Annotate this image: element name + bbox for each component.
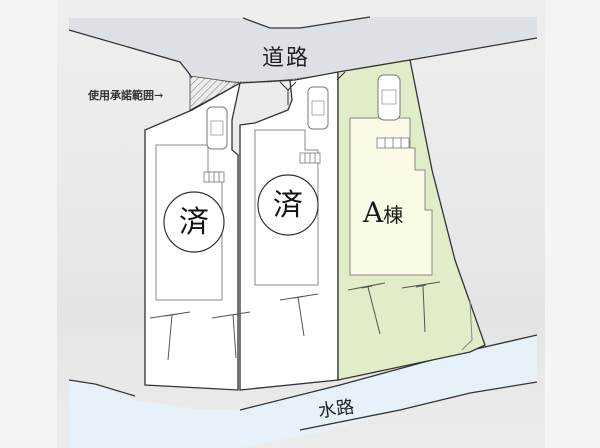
lot-A[interactable] <box>336 59 486 381</box>
waterway-label: 水路 <box>316 396 356 423</box>
lot-1-sold-badge: 済 <box>179 205 209 240</box>
lot-2-sold-badge: 済 <box>273 188 303 223</box>
lot-A-letter: A <box>363 196 384 229</box>
arrow-right-icon: → <box>154 89 164 102</box>
lot-A-label: A棟 <box>363 196 403 229</box>
consent-area-text: 使用承諾範囲 <box>88 89 154 102</box>
road-label: 道路 <box>262 46 311 71</box>
road <box>68 16 538 83</box>
lot-1[interactable] <box>144 81 241 391</box>
lot-A-suffix: 棟 <box>383 203 404 227</box>
lot-2[interactable] <box>239 71 339 391</box>
consent-area-label: 使用承諾範囲→ <box>88 87 163 103</box>
parking-markers <box>149 281 441 361</box>
